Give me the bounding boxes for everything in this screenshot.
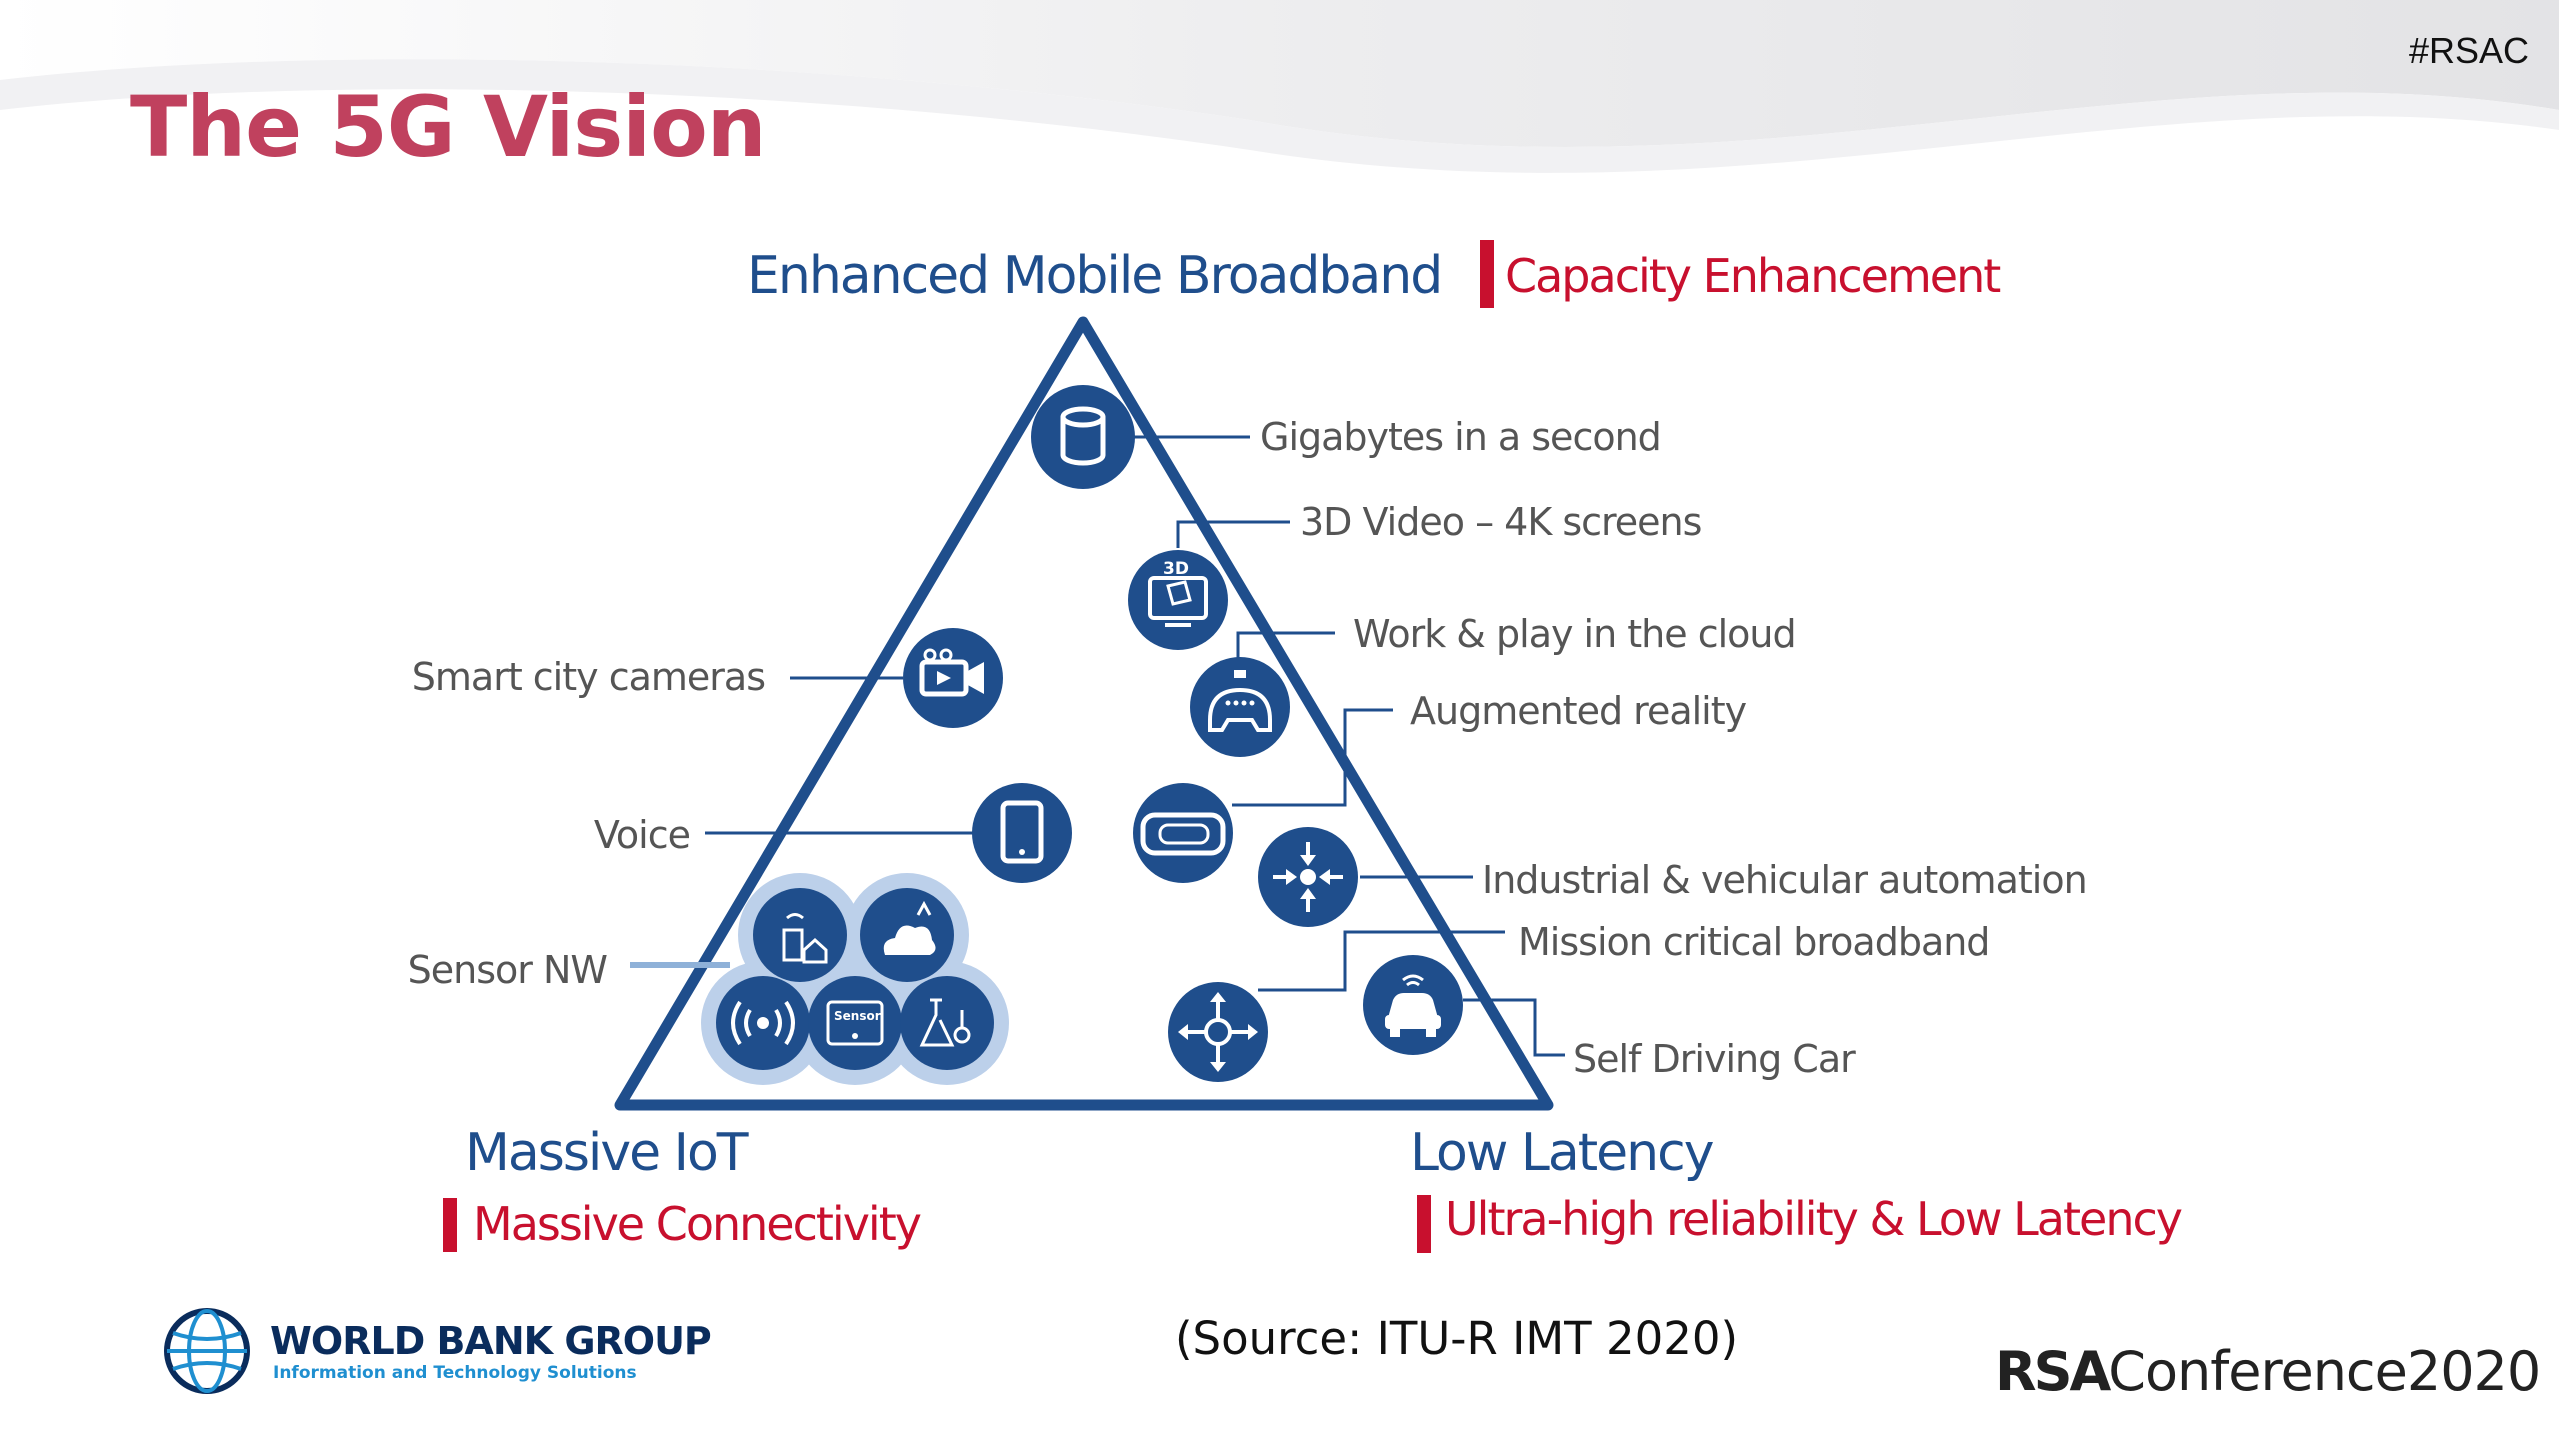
- gigabytes-icon: [1031, 385, 1135, 489]
- label-smart-city-cameras: Smart city cameras: [412, 655, 765, 699]
- logo-subtitle: Information and Technology Solutions: [273, 1363, 637, 1383]
- self-driving-car-icon: [1363, 955, 1463, 1055]
- label-self-driving-car: Self Driving Car: [1573, 1037, 1856, 1081]
- label-voice: Voice: [594, 813, 690, 857]
- globe-icon: [164, 1308, 250, 1394]
- bottom-right-red-marker: [1417, 1195, 1431, 1253]
- bottom-left-red-marker: [443, 1198, 457, 1252]
- label-mission-critical: Mission critical broadband: [1518, 920, 1989, 964]
- bottom-left-corner-title: Massive IoT: [465, 1123, 749, 1183]
- label-cloud: Work & play in the cloud: [1353, 612, 1796, 656]
- industrial-automation-icon: [1258, 827, 1358, 927]
- mission-critical-icon: [1168, 982, 1268, 1082]
- smart-building-sensor-icon: [753, 888, 847, 982]
- top-red-marker: [1480, 240, 1494, 308]
- sensor-device-label: Sensor: [834, 1009, 881, 1023]
- label-augmented-reality: Augmented reality: [1410, 689, 1747, 733]
- bottom-right-corner-subtitle: Ultra-high reliability & Low Latency: [1445, 1192, 2182, 1246]
- weather-sensor-icon: [860, 888, 954, 982]
- label-sensor-nw: Sensor NW: [408, 948, 608, 992]
- voice-phone-icon: [972, 783, 1072, 883]
- slide-title: The 5G Vision: [130, 78, 767, 176]
- smart-city-camera-icon: [903, 628, 1003, 728]
- rsa-brand-text: RSA: [1995, 1340, 2111, 1403]
- label-gigabytes: Gigabytes in a second: [1260, 415, 1661, 459]
- logo-name: WORLD BANK GROUP: [270, 1319, 712, 1363]
- ar-headset-icon: [1133, 783, 1233, 883]
- label-3d-video: 3D Video – 4K screens: [1300, 500, 1701, 544]
- rsa-conference-text: Conference2020: [2108, 1340, 2541, 1403]
- sensor-device-icon: Sensor: [808, 976, 902, 1070]
- triangle-outline: [614, 316, 1554, 1111]
- 3d-video-icon: 3D: [1128, 550, 1228, 650]
- bottom-left-corner-subtitle: Massive Connectivity: [473, 1197, 921, 1251]
- world-bank-group-logo: WORLD BANK GROUP Information and Technol…: [155, 1305, 712, 1397]
- lab-flask-sensor-icon: [900, 976, 994, 1070]
- hashtag-label: #RSAC: [2408, 30, 2529, 71]
- 3d-badge-text: 3D: [1163, 559, 1189, 579]
- source-citation: (Source: ITU-R IMT 2020): [1175, 1312, 1739, 1365]
- game-controller-icon: [1190, 657, 1290, 757]
- wireless-signal-sensor-icon: [716, 976, 810, 1070]
- label-industrial-automation: Industrial & vehicular automation: [1482, 858, 2087, 902]
- bottom-right-corner-title: Low Latency: [1410, 1123, 1714, 1183]
- top-corner-title: Enhanced Mobile Broadband: [747, 246, 1441, 306]
- top-corner-subtitle: Capacity Enhancement: [1505, 249, 2000, 303]
- rsa-conference-logo: RSAConference2020: [1995, 1340, 2541, 1403]
